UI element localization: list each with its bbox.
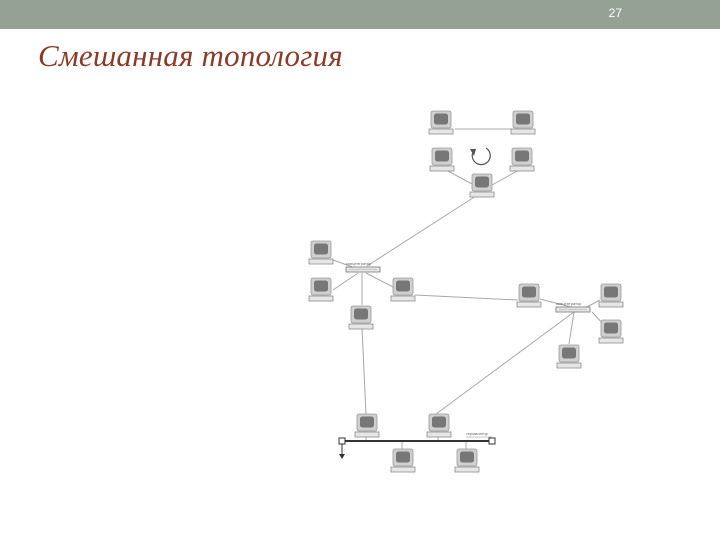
link-hub1-pc2	[332, 272, 359, 291]
network-links	[332, 128, 605, 449]
computer-hub2-4	[556, 344, 582, 369]
slide-header-bar: 27	[0, 0, 720, 29]
computer-hub1-3	[390, 277, 416, 302]
computer-ring-2	[510, 110, 536, 135]
link-top-to-hub1	[366, 193, 480, 267]
computer-hub2-2	[598, 283, 624, 308]
computer-bus-2	[426, 413, 452, 438]
computer-ring-3	[429, 147, 455, 172]
computer-ring-4	[509, 147, 535, 172]
rotation-arrow-icon	[470, 147, 491, 166]
computer-bus-1	[354, 413, 380, 438]
computer-hub2-1	[516, 283, 542, 308]
link-hub1-hub2	[414, 294, 519, 301]
bus-terminator-right	[488, 437, 496, 445]
terminator-label: терминатор	[466, 431, 489, 436]
bus-segment: терминатор	[338, 431, 496, 459]
link-top-right	[491, 169, 520, 186]
ground-arrow-icon	[339, 454, 345, 459]
hub-2: концентратор	[555, 301, 591, 313]
hub-1-label: концентратор	[346, 261, 372, 266]
computer-hub1-1	[308, 240, 334, 265]
computer-ring-1	[428, 110, 454, 135]
hub-2-label: концентратор	[556, 301, 582, 306]
hub-1: концентратор	[345, 261, 381, 273]
computer-top-center	[469, 173, 495, 198]
link-hub1-pc3	[365, 272, 394, 288]
computer-bus-4	[454, 448, 480, 473]
link-hub2-pc1	[539, 298, 576, 309]
link-hub2-to-bus	[435, 311, 575, 415]
slide-number: 27	[608, 6, 622, 20]
computer-hub1-2	[308, 277, 334, 302]
computers	[308, 110, 624, 473]
computer-hub1-4	[348, 305, 374, 330]
link-top-left	[445, 169, 475, 186]
slide-title: Смешанная топология	[38, 38, 343, 73]
link-hub2-pc4	[568, 311, 575, 345]
link-hub1-to-bus	[361, 327, 367, 415]
bus-terminator-left	[338, 437, 346, 445]
computer-bus-3	[390, 448, 416, 473]
computer-hub2-3	[598, 319, 624, 344]
